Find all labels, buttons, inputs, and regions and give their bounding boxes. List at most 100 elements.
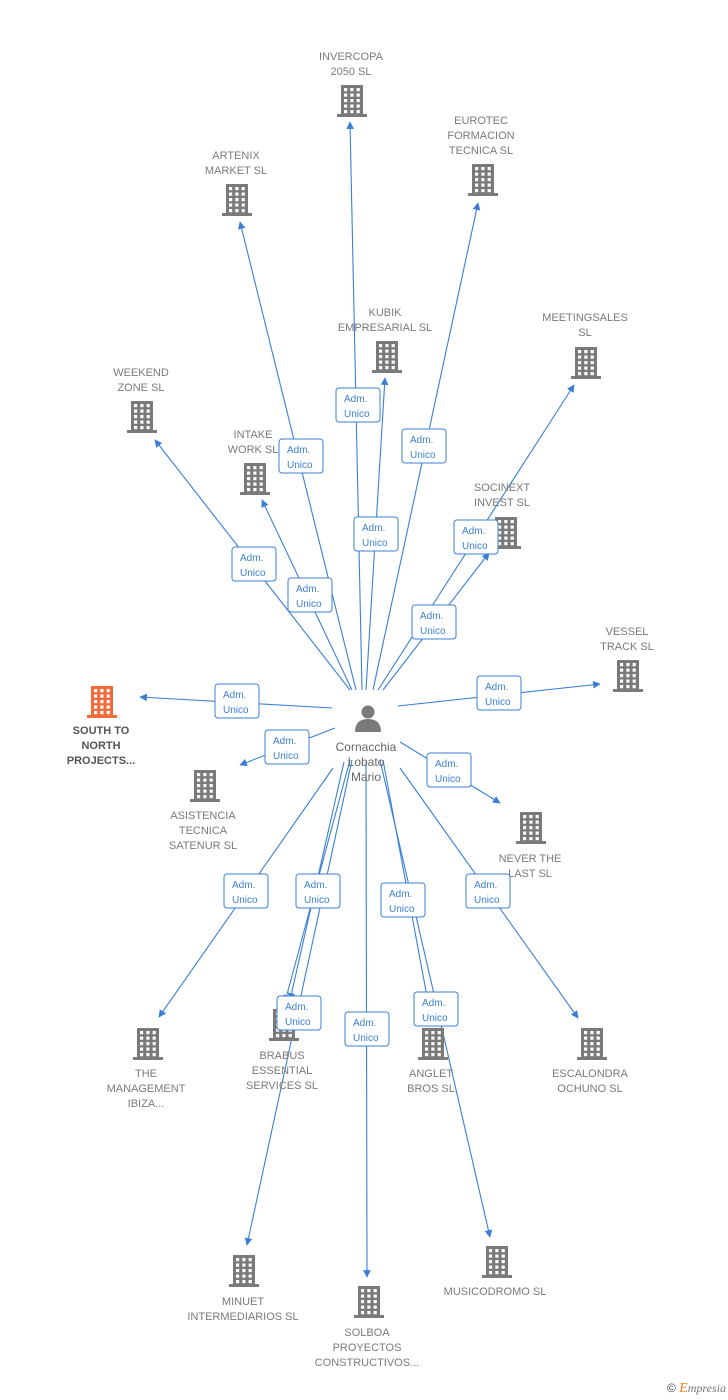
company-label-vessel[interactable]: TRACK SL (600, 641, 654, 653)
relation-label-line: Unico (435, 774, 461, 785)
building-icon (229, 1255, 259, 1287)
company-label-themanagement[interactable]: THE (135, 1068, 157, 1080)
building-icon (571, 347, 601, 379)
company-label-brabus[interactable]: BRABUS (259, 1050, 304, 1062)
relation-badge-brabus[interactable]: Adm.Unico (295, 873, 341, 909)
company-label-neverthelast[interactable]: LAST SL (508, 868, 552, 880)
relation-badge-southtonorth[interactable]: Adm. Unico (214, 683, 260, 719)
relation-label-line: Unico (273, 751, 299, 762)
relation-label-line: Adm. (410, 435, 433, 446)
company-label-weekend[interactable]: ZONE SL (117, 382, 164, 394)
relation-label-line: Unico (296, 599, 322, 610)
relation-badge-asistencia[interactable]: Adm. Unico (264, 729, 310, 765)
relation-label-line: Unico (485, 697, 511, 708)
company-label-southtonorth[interactable]: SOUTH TO (73, 725, 130, 737)
building-icon (418, 1028, 448, 1060)
company-label-kubik[interactable]: EMPRESARIAL SL (338, 322, 432, 334)
building-icon (613, 660, 643, 692)
company-label-escalondra[interactable]: ESCALONDRA (552, 1068, 628, 1080)
relation-badge-artenix[interactable]: Adm.Unico (278, 438, 324, 474)
company-label-solboa[interactable]: SOLBOA (344, 1327, 390, 1339)
relation-label-line: Adm. (462, 526, 485, 537)
company-label-asistencia[interactable]: SATENUR SL (169, 840, 237, 852)
company-label-artenix[interactable]: ARTENIX (212, 150, 260, 162)
relation-label-line: Adm. (485, 682, 508, 693)
relation-badge-socinext[interactable]: Adm.Unico (411, 604, 457, 640)
company-label-eurotec[interactable]: EUROTEC (454, 115, 508, 127)
company-label-minuet[interactable]: MINUET (222, 1296, 264, 1308)
relation-badge-eurotec[interactable]: Adm.Unico (401, 428, 447, 464)
company-label-solboa[interactable]: PROYECTOS (333, 1342, 402, 1354)
company-label-artenix[interactable]: MARKET SL (205, 165, 267, 177)
brand-name: mpresia (687, 1381, 726, 1395)
company-label-anglet[interactable]: BROS SL (407, 1083, 455, 1095)
relation-label-line: Unico (462, 541, 488, 552)
relation-label-line: Unico (223, 705, 249, 716)
building-icon (354, 1286, 384, 1318)
company-label-invercopa[interactable]: INVERCOPA (319, 51, 384, 63)
company-label-kubik[interactable]: KUBIK (368, 307, 402, 319)
company-label-themanagement[interactable]: MANAGEMENT (107, 1083, 186, 1095)
company-label-socinext[interactable]: INVEST SL (474, 497, 530, 509)
company-label-southtonorth[interactable]: NORTH (81, 740, 120, 752)
company-label-eurotec[interactable]: TECNICA SL (449, 145, 513, 157)
relation-label-line: Unico (474, 895, 500, 906)
relation-badge-invercopa[interactable]: Adm.Unico (335, 387, 381, 423)
company-label-invercopa[interactable]: 2050 SL (331, 66, 372, 78)
relations-layer: Adm.UnicoAdm.UnicoAdm.UnicoAdm.UnicoAdm.… (214, 387, 522, 1047)
building-icon (577, 1028, 607, 1060)
relation-label-line: Adm. (240, 553, 263, 564)
relation-label-line: Unico (353, 1033, 379, 1044)
relation-label-line: Unico (287, 460, 313, 471)
edges-layer (139, 121, 601, 1278)
relation-badge-neverthelast[interactable]: Adm.Unico (426, 752, 472, 788)
relation-label-line: Adm. (223, 690, 246, 701)
relation-badge-minuet[interactable]: Adm.Unico (276, 995, 322, 1031)
relation-label-line: Unico (420, 626, 446, 637)
relation-badge-kubik[interactable]: Adm.Unico (353, 516, 399, 552)
company-label-escalondra[interactable]: OCHUNO SL (557, 1083, 622, 1095)
relation-badge-vessel[interactable]: Adm. Unico (476, 675, 522, 711)
relation-badge-solboa[interactable]: Adm.Unico (344, 1011, 390, 1047)
company-label-meetingsales[interactable]: MEETINGSALES (542, 312, 628, 324)
relation-label-line: Adm. (232, 880, 255, 891)
relation-badge-escalondra[interactable]: Adm.Unico (465, 873, 511, 909)
relation-badge-meetingsales[interactable]: Adm. Unico (453, 519, 499, 555)
nodes-layer: INVERCOPA 2050 SL EUROTEC FORMACION TECNICA … (67, 51, 654, 1369)
building-icon (516, 812, 546, 844)
relation-badge-musicodromo[interactable]: Adm.Unico (413, 991, 459, 1027)
company-label-eurotec[interactable]: FORMACION (447, 130, 514, 142)
company-label-brabus[interactable]: SERVICES SL (246, 1080, 318, 1092)
company-label-intake[interactable]: WORK SL (228, 444, 279, 456)
company-label-musicodromo[interactable]: MUSICODROMO SL (444, 1286, 547, 1298)
company-label-minuet[interactable]: INTERMEDIARIOS SL (187, 1311, 298, 1323)
building-icon (482, 1246, 512, 1278)
relation-label-line: Adm. (273, 736, 296, 747)
relation-label-line: Adm. (362, 523, 385, 534)
company-label-asistencia[interactable]: TECNICA (179, 825, 228, 837)
company-label-neverthelast[interactable]: NEVER THE (499, 853, 562, 865)
relation-label-line: Adm. (344, 394, 367, 405)
company-label-vessel[interactable]: VESSEL (606, 626, 649, 638)
person-icon (355, 705, 381, 732)
copyright-symbol: © (667, 1381, 676, 1395)
company-label-intake[interactable]: INTAKE (234, 429, 273, 441)
building-icon (240, 463, 270, 495)
company-label-brabus[interactable]: ESSENTIAL (252, 1065, 313, 1077)
relation-badge-intake[interactable]: Adm. Unico (287, 577, 333, 613)
company-label-themanagement[interactable]: IBIZA... (128, 1098, 165, 1110)
company-label-solboa[interactable]: CONSTRUCTIVOS... (315, 1357, 420, 1369)
company-label-weekend[interactable]: WEEKEND (113, 367, 169, 379)
company-label-socinext[interactable]: SOCINEXT (474, 482, 531, 494)
company-label-southtonorth[interactable]: PROJECTS... (67, 755, 135, 767)
relation-label-line: Adm. (296, 584, 319, 595)
relation-badge-themanagement[interactable]: Adm.Unico (223, 873, 269, 909)
company-label-asistencia[interactable]: ASISTENCIA (170, 810, 236, 822)
brand-footer: © Empresia (667, 1381, 726, 1397)
relation-badge-anglet[interactable]: Adm.Unico (380, 882, 426, 918)
person-name-line: Cornacchia (336, 740, 397, 754)
relation-badge-weekend[interactable]: Adm.Unico (231, 546, 277, 582)
company-label-anglet[interactable]: ANGLET (409, 1068, 453, 1080)
company-label-meetingsales[interactable]: SL (578, 327, 591, 339)
